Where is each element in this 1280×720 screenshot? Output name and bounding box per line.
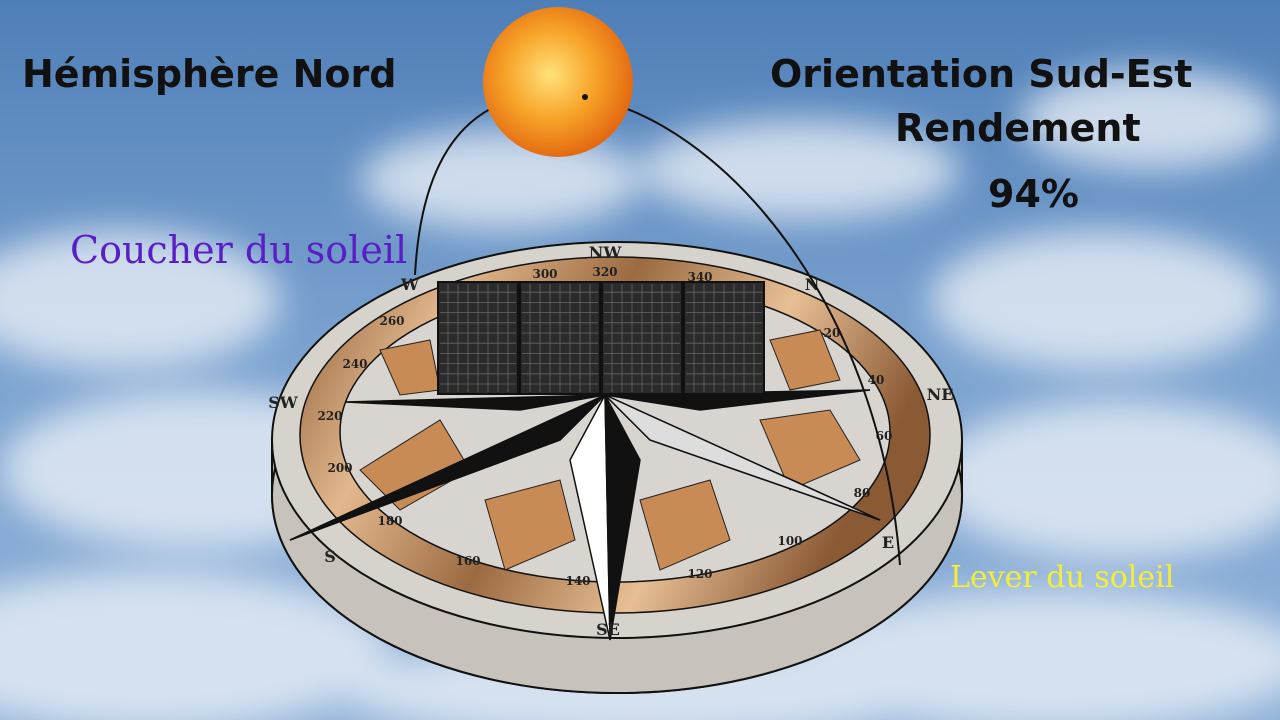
sunrise-label: Lever du soleil [950, 560, 1175, 595]
compass-direction-label: E [882, 533, 894, 552]
yield-value: 94% [988, 172, 1079, 216]
sun-icon [483, 7, 633, 157]
compass-direction-label: SE [596, 620, 620, 639]
orientation-heading: Orientation Sud-Est [770, 52, 1193, 96]
compass-degree-label: 40 [868, 373, 885, 387]
compass-direction-label: NW [589, 243, 623, 262]
compass-degree-label: 220 [317, 409, 342, 423]
sunset-label: Coucher du soleil [70, 228, 408, 272]
compass-degree-label: 320 [592, 265, 617, 279]
compass-degree-label: 140 [565, 574, 590, 588]
yield-label: Rendement [895, 106, 1141, 150]
compass-degree-label: 180 [377, 514, 402, 528]
hemisphere-heading: Hémisphère Nord [22, 52, 397, 96]
compass-direction-label: SW [268, 393, 299, 412]
compass-degree-label: 340 [687, 270, 712, 284]
compass-degree-label: 260 [379, 314, 404, 328]
compass-degree-label: 80 [854, 486, 871, 500]
compass-direction-label: S [324, 547, 336, 566]
compass-direction-label: NE [927, 385, 954, 404]
compass-direction-label: W [400, 275, 420, 294]
compass-degree-label: 120 [687, 567, 712, 581]
compass-degree-label: 200 [327, 461, 352, 475]
solar-panel-array [437, 281, 765, 395]
compass-degree-label: 300 [532, 267, 557, 281]
compass-degree-label: 20 [824, 326, 841, 340]
sunrise-path [584, 96, 901, 566]
sunset-path [414, 107, 493, 276]
compass-degree-label: 100 [777, 534, 802, 548]
compass-degree-label: 160 [455, 554, 480, 568]
compass-degree-label: 240 [342, 357, 367, 371]
compass-direction-label: N [805, 275, 820, 294]
